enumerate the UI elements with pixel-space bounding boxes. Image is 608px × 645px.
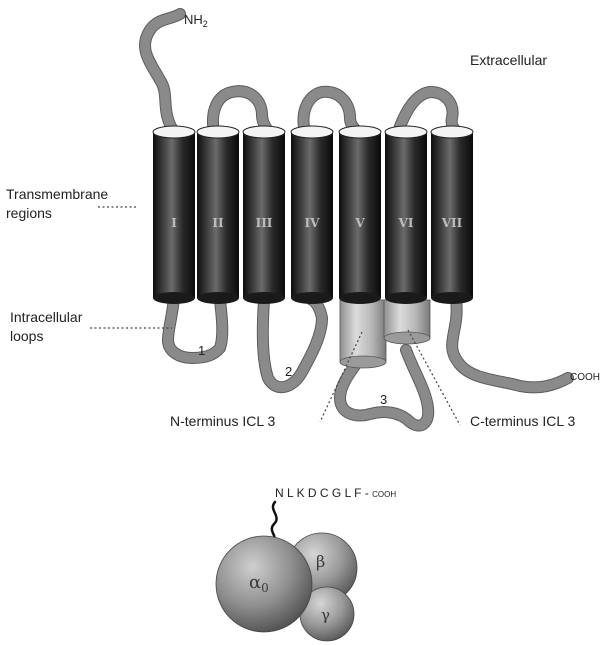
helix-top-cap bbox=[197, 126, 239, 138]
helix-top-cap bbox=[153, 126, 195, 138]
helix-2: II bbox=[197, 126, 239, 304]
helix-bottom-cap bbox=[291, 292, 333, 304]
helix-label: III bbox=[256, 216, 273, 230]
extracellular-label: Extracellular bbox=[470, 52, 547, 68]
beta-label: β bbox=[316, 552, 325, 571]
helix-4: IV bbox=[291, 126, 333, 304]
helix-5: V bbox=[339, 126, 381, 304]
helix-body bbox=[431, 132, 473, 298]
helix-label: IV bbox=[305, 216, 321, 230]
cooh-label: COOH bbox=[570, 372, 600, 383]
helix-body bbox=[197, 132, 239, 298]
helix-body bbox=[243, 132, 285, 298]
helix-top-cap bbox=[339, 126, 381, 138]
helix-top-cap bbox=[431, 126, 473, 138]
helix-body bbox=[291, 132, 333, 298]
nh2-label: NH2 bbox=[184, 12, 208, 29]
helix-label: V bbox=[354, 216, 365, 230]
helix-bottom-cap bbox=[243, 292, 285, 304]
loop-number-3: 3 bbox=[380, 392, 387, 407]
c-terminus-icl3-label: C-terminus ICL 3 bbox=[470, 413, 576, 429]
helix-bottom-cap bbox=[339, 292, 381, 304]
peptide-sequence: N L K D C G L F - COOH bbox=[275, 486, 396, 500]
loop-number-1: 1 bbox=[198, 343, 205, 358]
helix-bottom-cap bbox=[153, 292, 195, 304]
transmembrane-label-line1: Transmembrane bbox=[6, 186, 108, 202]
transmembrane-label-line2: regions bbox=[6, 205, 52, 221]
helix-label: II bbox=[212, 216, 224, 230]
loop-number-2: 2 bbox=[285, 364, 292, 379]
helix-body bbox=[153, 132, 195, 298]
intracellular-label-line1: Intracellular bbox=[10, 309, 83, 325]
helix-top-cap bbox=[291, 126, 333, 138]
helix-label: I bbox=[171, 216, 177, 230]
helix-top-cap bbox=[385, 126, 427, 138]
intracellular-label-line2: loops bbox=[10, 328, 43, 344]
extracellular-loops bbox=[145, 14, 460, 134]
icl3-n-terminus-cylinder bbox=[340, 300, 386, 362]
helix-1: I bbox=[153, 126, 195, 304]
helix-bottom-cap bbox=[197, 292, 239, 304]
n-terminus-icl3-label: N-terminus ICL 3 bbox=[170, 413, 276, 429]
helix-body bbox=[339, 132, 381, 298]
helix-6: VI bbox=[385, 126, 427, 304]
helix-label: VI bbox=[398, 216, 414, 230]
g-protein: α0 β γ bbox=[216, 502, 357, 641]
helix-3: III bbox=[243, 126, 285, 304]
helix-label: VII bbox=[441, 216, 463, 230]
helix-top-cap bbox=[243, 126, 285, 138]
gamma-label: γ bbox=[321, 606, 330, 624]
helix-bottom-cap bbox=[431, 292, 473, 304]
helix-7: VII bbox=[431, 126, 473, 304]
helix-body bbox=[385, 132, 427, 298]
icl3-segments bbox=[340, 300, 430, 368]
helix-bottom-cap bbox=[385, 292, 427, 304]
